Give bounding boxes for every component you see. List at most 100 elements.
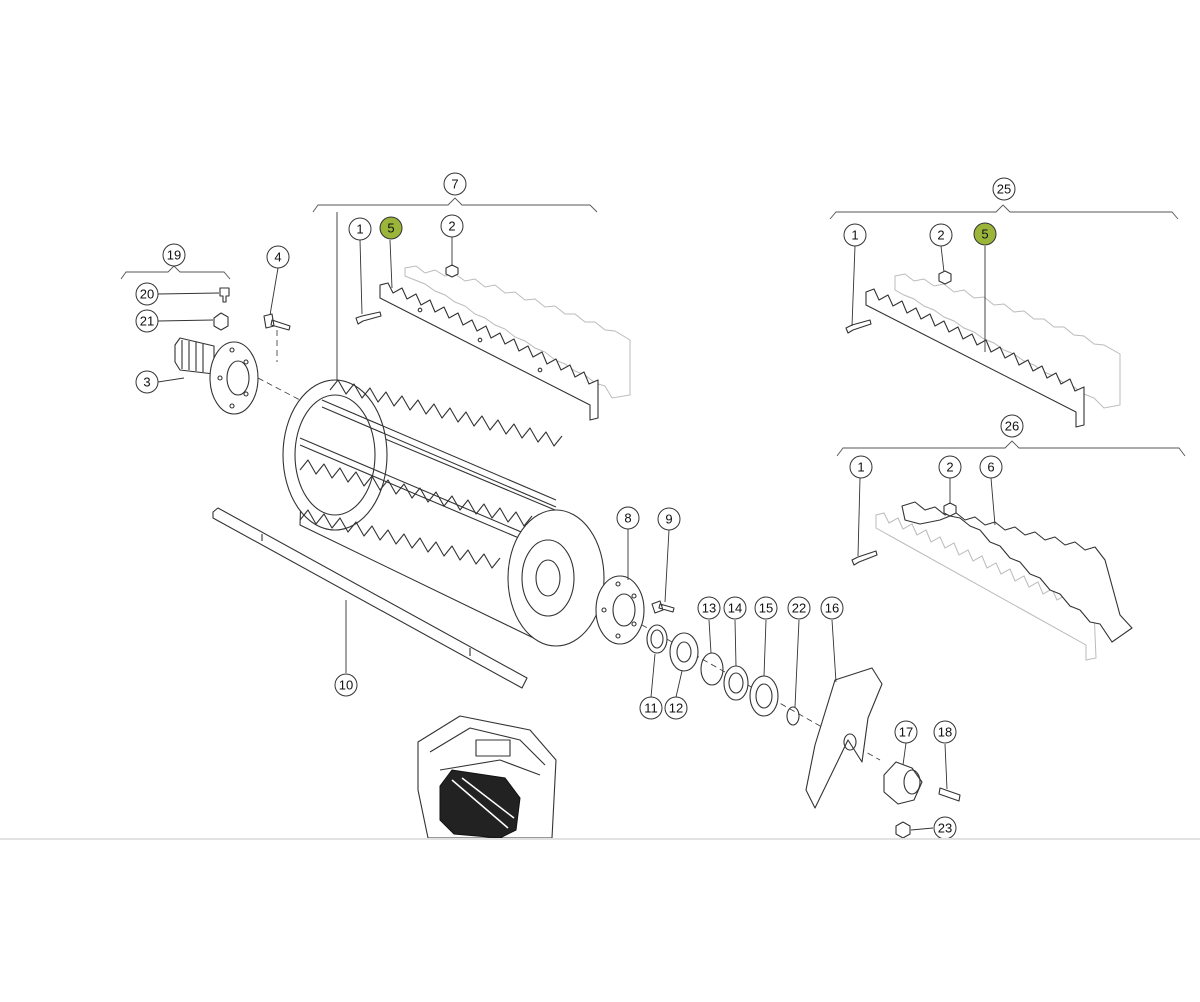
callout-19[interactable]: 19 (162, 243, 186, 267)
callout-26-label: 26 (1005, 419, 1019, 434)
callout-13-label: 13 (702, 601, 716, 616)
bolt-1-lower (851, 550, 878, 566)
callout-14[interactable]: 14 (723, 596, 747, 620)
callout-26[interactable]: 26 (1000, 414, 1024, 438)
callout-23[interactable]: 23 (933, 816, 957, 840)
callout-2-right-label: 2 (937, 228, 944, 243)
callout-8[interactable]: 8 (616, 506, 640, 530)
group-bracket-26 (836, 440, 1186, 457)
callout-2-lower-label: 2 (946, 460, 953, 475)
nut-2-lower (943, 502, 957, 517)
callout-18-label: 18 (938, 725, 952, 740)
knife-5 (379, 282, 599, 421)
drum-rail (321, 406, 557, 508)
bearing-12 (669, 632, 699, 672)
callout-20[interactable]: 20 (135, 282, 159, 306)
knife-5-right (865, 288, 1085, 428)
knife-set-25 (845, 270, 1121, 428)
callout-14-label: 14 (728, 601, 742, 616)
callout-6-label: 6 (987, 460, 994, 475)
seal-15 (749, 675, 779, 717)
callout-12[interactable]: 12 (664, 696, 688, 720)
bolt-4 (263, 313, 291, 331)
callout-13[interactable]: 13 (697, 596, 721, 620)
knife-hole (417, 307, 423, 313)
drum-rail (321, 399, 557, 501)
screw-20 (219, 287, 230, 303)
callout-19-label: 19 (167, 248, 181, 263)
callout-6[interactable]: 6 (979, 455, 1003, 479)
callout-3[interactable]: 3 (135, 370, 159, 394)
callout-21-label: 21 (140, 314, 154, 329)
shaft-10 (212, 507, 528, 689)
group-bracket-19 (120, 265, 231, 280)
callout-25-label: 25 (997, 182, 1011, 197)
flange-disc (209, 341, 259, 415)
callout-11[interactable]: 11 (639, 696, 663, 720)
callout-3-label: 3 (143, 375, 150, 390)
callout-16[interactable]: 16 (820, 596, 844, 620)
callout-2-right[interactable]: 2 (929, 223, 953, 247)
ring-14 (723, 665, 749, 701)
callout-12-label: 12 (669, 701, 683, 716)
axis-line-flange (257, 377, 301, 401)
screw-9 (651, 600, 675, 614)
callout-16-label: 16 (825, 601, 839, 616)
knife-set-7 (355, 264, 631, 421)
callout-5-label: 5 (387, 221, 394, 236)
callout-21[interactable]: 21 (135, 309, 159, 333)
knife-set-26 (851, 501, 1133, 661)
counter-knife-6 (901, 501, 1133, 643)
callout-10[interactable]: 10 (334, 673, 358, 697)
callout-1-lower[interactable]: 1 (849, 455, 873, 479)
callout-22[interactable]: 22 (787, 596, 811, 620)
callout-1[interactable]: 1 (348, 217, 372, 241)
bolt-1-right (845, 319, 872, 334)
callout-17-label: 17 (899, 725, 913, 740)
callout-4-label: 4 (274, 250, 281, 265)
callout-15-label: 15 (759, 601, 773, 616)
group-bracket-7 (312, 197, 598, 213)
callout-2[interactable]: 2 (440, 214, 464, 238)
drum-knife-row (329, 379, 563, 447)
drum-rail (299, 437, 541, 541)
drum-rail (299, 444, 541, 548)
nut-2-right (938, 270, 952, 285)
blank-lower-panel (0, 838, 1200, 1002)
spline-shaft (174, 337, 215, 375)
callout-11-label: 11 (644, 701, 658, 716)
leader-lines (157, 237, 996, 831)
callout-18[interactable]: 18 (933, 720, 957, 744)
callout-17[interactable]: 17 (894, 720, 918, 744)
machine-location-thumbnail (417, 715, 557, 839)
callout-5-right-highlighted[interactable]: 5 (973, 222, 997, 246)
callout-5-highlighted[interactable]: 5 (379, 216, 403, 240)
callout-22-label: 22 (792, 601, 806, 616)
callout-1-right[interactable]: 1 (843, 223, 867, 247)
callout-25[interactable]: 25 (992, 177, 1016, 201)
callout-2-lower[interactable]: 2 (938, 455, 962, 479)
callout-10-label: 10 (339, 678, 353, 693)
nut-21 (213, 312, 229, 331)
callout-2-label: 2 (448, 219, 455, 234)
group-bracket-25 (829, 204, 1179, 220)
flange-8 (595, 575, 645, 645)
plate-16 (805, 667, 883, 809)
hub-17 (883, 761, 923, 805)
callout-1-label: 1 (356, 222, 363, 237)
drum-knife-row (299, 509, 501, 569)
o-ring-22 (786, 706, 800, 726)
callout-4[interactable]: 4 (266, 245, 290, 269)
nut-23 (895, 821, 911, 839)
circlip-13 (700, 652, 724, 686)
callout-7[interactable]: 7 (443, 172, 467, 196)
flange-shaft-3 (174, 337, 259, 415)
callout-1-right-label: 1 (851, 228, 858, 243)
callout-20-label: 20 (140, 287, 154, 302)
callout-15[interactable]: 15 (754, 596, 778, 620)
ring-11 (646, 624, 668, 654)
knife-hole (477, 337, 483, 343)
drum-knife-row (299, 459, 533, 527)
callout-9[interactable]: 9 (657, 507, 681, 531)
callout-1-lower-label: 1 (857, 460, 864, 475)
